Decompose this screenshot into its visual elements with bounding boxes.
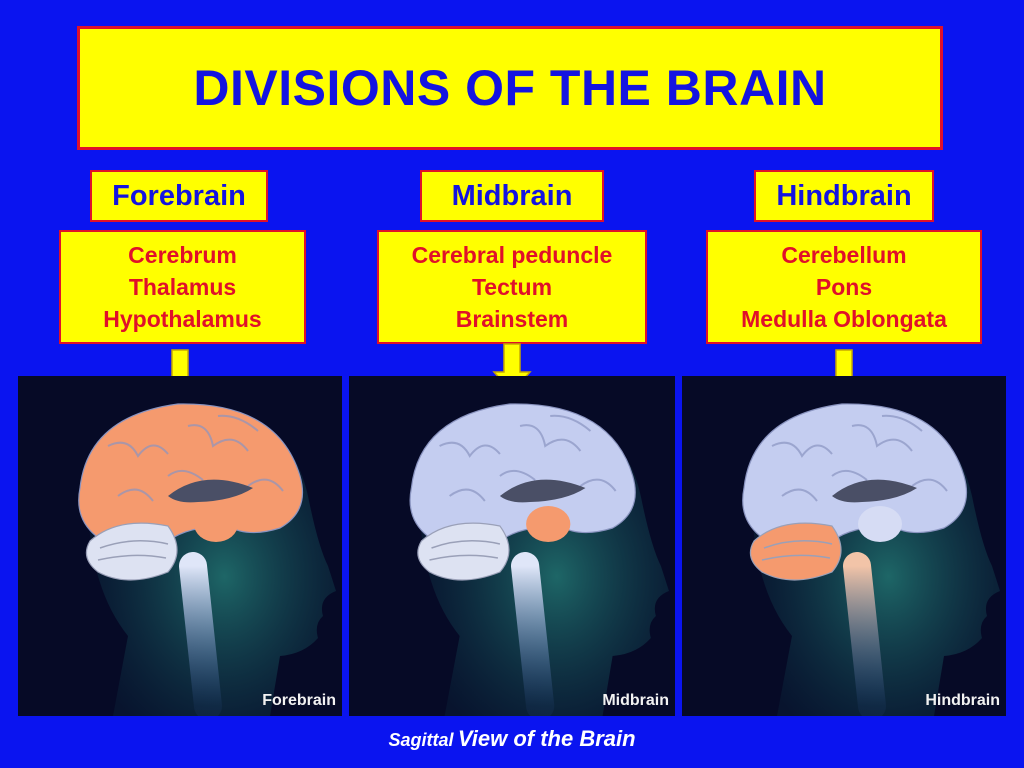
panel-label: Hindbrain: [925, 692, 1000, 709]
midbrain-region: [858, 506, 902, 542]
part-item: Hypothalamus: [103, 306, 262, 332]
brain-panel-hindbrain: Hindbrain: [682, 376, 1006, 716]
cerebellum-shape: [85, 522, 178, 581]
caption-text: View of the Brain: [457, 726, 636, 751]
midbrain-region: [526, 506, 571, 542]
brain-panel-midbrain: Midbrain: [349, 376, 675, 716]
cerebellum-shape: [749, 522, 842, 581]
midbrain-region: [194, 506, 238, 542]
parts-box-forebrain: Cerebrum Thalamus Hypothalamus: [59, 230, 306, 344]
page-title: DIVISIONS OF THE BRAIN: [193, 60, 827, 116]
cerebellum-shape: [417, 522, 510, 581]
part-item: Cerebrum: [128, 242, 237, 268]
part-item: Brainstem: [455, 306, 569, 332]
caption: Sagittal View of the Brain: [0, 726, 1024, 752]
division-label-midbrain: Midbrain: [420, 170, 604, 222]
part-item: Medulla Oblongata: [741, 306, 947, 332]
brain-panel-forebrain: Forebrain: [18, 376, 342, 716]
division-label-forebrain: Forebrain: [90, 170, 268, 222]
panel-label: Forebrain: [262, 692, 336, 709]
panel-label: Midbrain: [602, 692, 669, 709]
part-item: Thalamus: [128, 274, 237, 300]
part-item: Pons: [815, 274, 873, 300]
division-label-hindbrain: Hindbrain: [754, 170, 934, 222]
part-item: Cerebellum: [781, 242, 907, 268]
part-item: Cerebral peduncle: [411, 242, 613, 268]
parts-box-midbrain: Cerebral peduncle Tectum Brainstem: [377, 230, 647, 344]
part-item: Tectum: [471, 274, 553, 300]
caption-prefix: Sagittal: [388, 730, 454, 750]
parts-box-hindbrain: Cerebellum Pons Medulla Oblongata: [706, 230, 982, 344]
title-box: DIVISIONS OF THE BRAIN: [77, 26, 943, 150]
